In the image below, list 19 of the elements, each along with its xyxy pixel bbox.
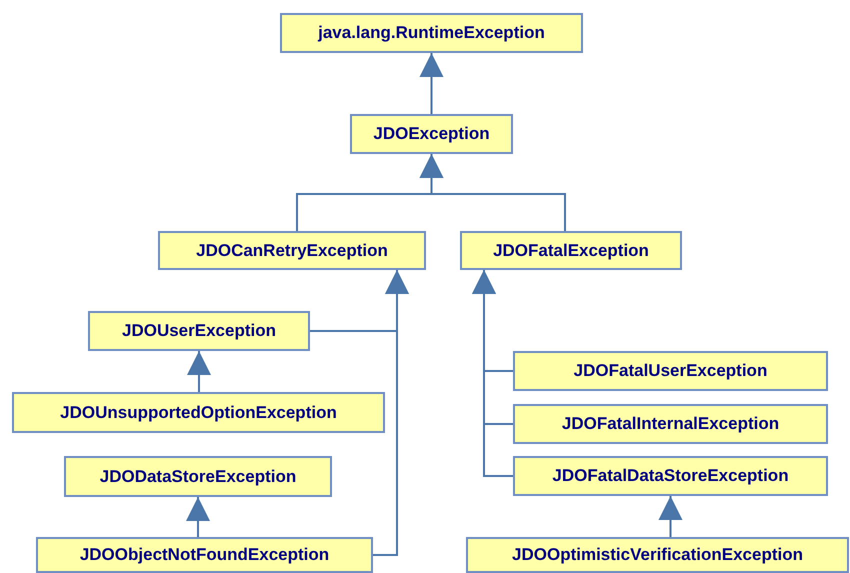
class-box: JDOFatalInternalException	[513, 404, 828, 444]
inheritance-arrow	[472, 270, 513, 477]
class-box: JDOOptimisticVerificationException	[466, 537, 849, 573]
class-box: JDOFatalException	[460, 231, 682, 270]
class-box: JDODataStoreException	[64, 456, 332, 497]
class-box: JDOFatalDataStoreException	[513, 456, 828, 496]
class-box: java.lang.RuntimeException	[280, 13, 583, 53]
inheritance-arrow	[187, 351, 211, 392]
class-box: JDOUserException	[88, 311, 310, 351]
class-box: JDOUnsupportedOptionException	[12, 392, 385, 433]
inheritance-arrow	[658, 496, 682, 537]
class-box: JDOCanRetryException	[158, 231, 426, 270]
inheritance-arrow	[420, 53, 444, 114]
class-box: JDOFatalUserException	[513, 351, 828, 391]
class-box: JDOException	[350, 114, 513, 154]
class-box: JDOObjectNotFoundException	[36, 537, 373, 573]
inheritance-arrow	[373, 270, 409, 556]
inheritance-arrow	[186, 497, 210, 537]
inheritance-arrow	[420, 154, 566, 231]
